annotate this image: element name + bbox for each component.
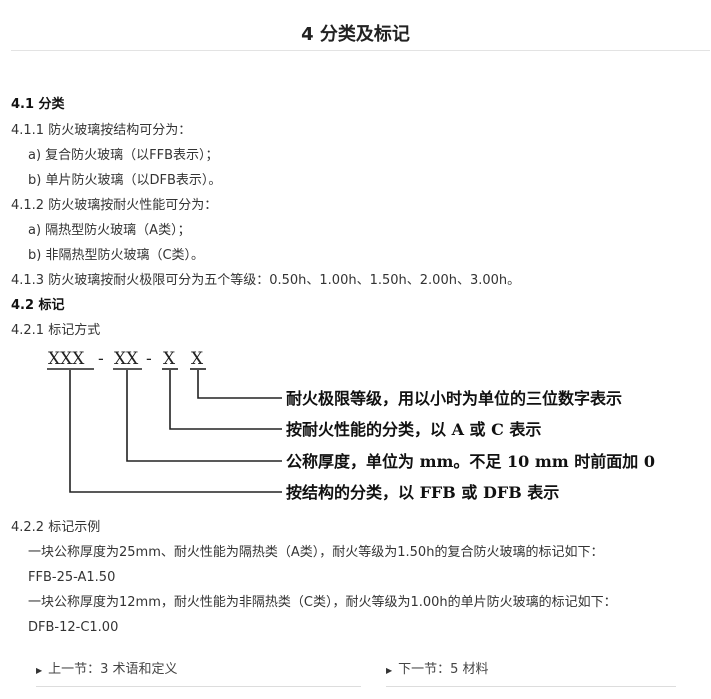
clause-4-1-1-b: b) 单片防火玻璃（以DFB表示）。: [28, 173, 222, 188]
label-fire-class: 按耐火性能的分类，以 A 或 C 表示: [286, 420, 541, 439]
label-fire-grade: 耐火极限等级，用以小时为单位的三位数字表示: [286, 389, 622, 408]
prev-link-underline: [36, 686, 361, 687]
prev-section-link[interactable]: ▶ 上一节：3 术语和定义: [36, 658, 178, 677]
code-dash-2: -: [146, 349, 152, 369]
clause-4-1-2-b: b) 非隔热型防火玻璃（C类）。: [28, 248, 205, 263]
example-1-code: FFB-25-A1.50: [28, 570, 116, 585]
title-divider: [11, 50, 710, 51]
clause-4-1-3: 4.1.3 防火玻璃按耐火极限可分为五个等级：0.50h、1.00h、1.50h…: [11, 273, 521, 288]
code-dash-1: -: [98, 349, 104, 369]
triangle-right-icon: ▶: [36, 666, 43, 675]
next-link-underline: [386, 686, 676, 687]
section-4-2-heading: 4.2 标记: [11, 298, 65, 313]
code-xxx: XXX: [48, 349, 85, 369]
marking-diagram: XXX - XX - X X 耐火极限等级，用以小时为单位的三位数字表示 按耐火…: [47, 349, 655, 502]
example-2-text: 一块公称厚度为12mm，耐火性能为非隔热类（C类），耐火等级为1.00h的单片防…: [28, 595, 617, 610]
prev-section-label: 上一节：3 术语和定义: [48, 662, 178, 677]
clause-4-2-1: 4.2.1 标记方式: [11, 323, 101, 338]
label-thickness: 公称厚度，单位为 mm。不足 10 mm 时前面加 0: [286, 452, 655, 471]
label-structure: 按结构的分类，以 FFB 或 DFB 表示: [286, 483, 559, 502]
example-2-code: DFB-12-C1.00: [28, 620, 119, 635]
next-section-label: 下一节：5 材料: [398, 662, 489, 677]
clause-4-1-1-a: a) 复合防火玻璃（以FFB表示）；: [28, 148, 219, 163]
code-x-class: X: [163, 349, 176, 369]
clause-4-1-1: 4.1.1 防火玻璃按结构可分为：: [11, 123, 192, 138]
code-x-grade: X: [191, 349, 204, 369]
clause-4-2-2: 4.2.2 标记示例: [11, 520, 101, 535]
clause-4-1-2-a: a) 隔热型防火玻璃（A类）；: [28, 223, 191, 238]
triangle-right-icon: ▶: [386, 666, 393, 675]
clause-4-1-2: 4.1.2 防火玻璃按耐火性能可分为：: [11, 198, 218, 213]
page-title: 4 分类及标记: [301, 24, 410, 45]
code-xx: XX: [114, 349, 139, 369]
example-1-text: 一块公称厚度为25mm、耐火性能为隔热类（A类），耐火等级为1.50h的复合防火…: [28, 545, 604, 560]
section-4-1-heading: 4.1 分类: [11, 97, 65, 112]
next-section-link[interactable]: ▶ 下一节：5 材料: [386, 658, 489, 677]
